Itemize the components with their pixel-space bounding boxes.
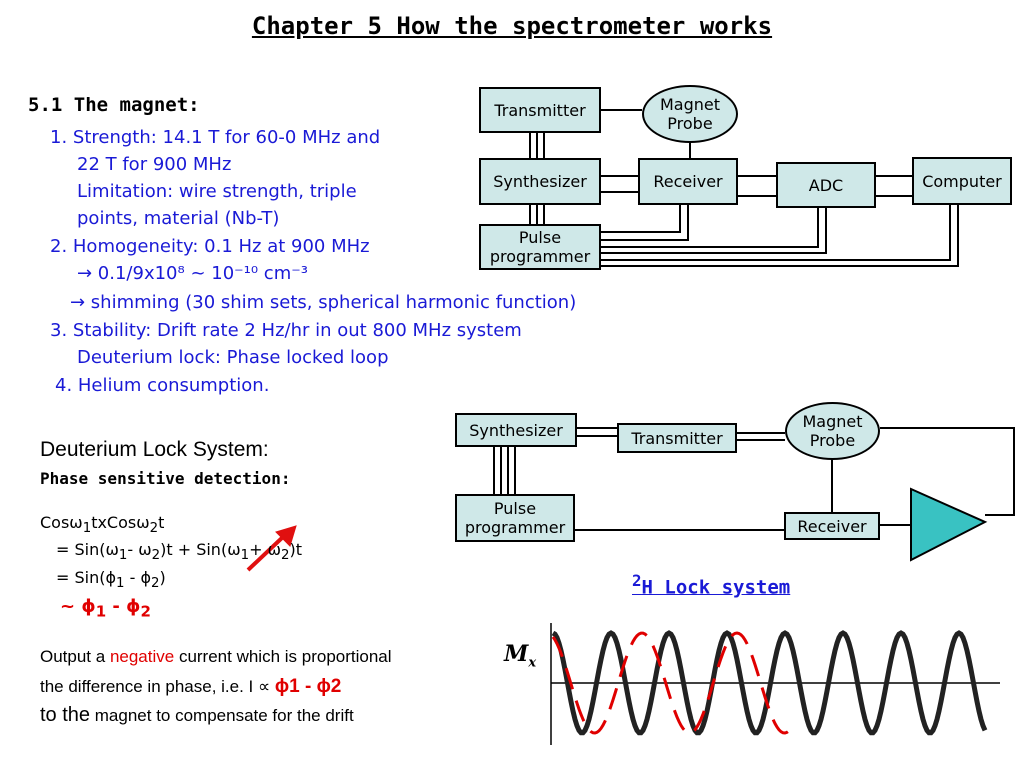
section-heading: 5.1 The magnet: — [28, 94, 200, 116]
lock-subheading: Phase sensitive detection: — [40, 469, 291, 488]
helium-line: 4. Helium consumption. — [55, 375, 270, 396]
output-line-1: Output a negative current which is propo… — [40, 647, 392, 666]
synthesizer-box-2: Synthesizer — [455, 413, 577, 447]
equation-4: ~ ϕ1 - ϕ2 — [60, 596, 151, 621]
transmitter-box: Transmitter — [479, 87, 601, 133]
shimming-line: → shimming (30 shim sets, spherical harm… — [70, 292, 577, 313]
lock-system-caption: 2H Lock system — [632, 571, 791, 599]
lock-heading: Deuterium Lock System: — [40, 438, 269, 461]
solid-sine-wave — [551, 630, 988, 736]
limitation-line-1: Limitation: wire strength, triple — [77, 181, 357, 202]
adc-box: ADC — [776, 162, 876, 208]
deuterium-lock-line: Deuterium lock: Phase locked loop — [77, 347, 389, 368]
equation-2: = Sin(ω1- ω2)t + Sin(ω1+ ω2)t — [56, 540, 302, 564]
equation-3: = Sin(ϕ1 - ϕ2) — [56, 568, 166, 592]
dashed-sine-wave — [551, 631, 790, 735]
receiver-box: Receiver — [638, 158, 738, 205]
transmitter-box-2: Transmitter — [617, 423, 737, 453]
stability-line: 3. Stability: Drift rate 2 Hz/hr in out … — [50, 320, 522, 341]
strength-line-1: 1. Strength: 14.1 T for 60-0 MHz and — [50, 127, 381, 148]
homogeneity-calc: → 0.1/9x10⁸ ~ 10⁻¹⁰ cm⁻³ — [77, 263, 308, 284]
limitation-line-2: points, material (Nb-T) — [77, 208, 280, 229]
receiver-box-2: Receiver — [784, 512, 880, 540]
synthesizer-box: Synthesizer — [479, 158, 601, 205]
computer-box: Computer — [912, 157, 1012, 205]
homogeneity-line: 2. Homogeneity: 0.1 Hz at 900 MHz — [50, 236, 370, 257]
strength-line-2: 22 T for 900 MHz — [77, 154, 232, 175]
output-line-2: the difference in phase, i.e. I ∝ ϕ1 - ϕ… — [40, 676, 342, 697]
amplifier-triangle — [910, 487, 988, 562]
page-title: Chapter 5 How the spectrometer works — [251, 12, 773, 40]
equation-1: Cosω1txCosω2t — [40, 513, 165, 537]
output-line-3: to the magnet to compensate for the drif… — [40, 704, 354, 726]
mx-axis-label: Mx — [502, 641, 539, 671]
